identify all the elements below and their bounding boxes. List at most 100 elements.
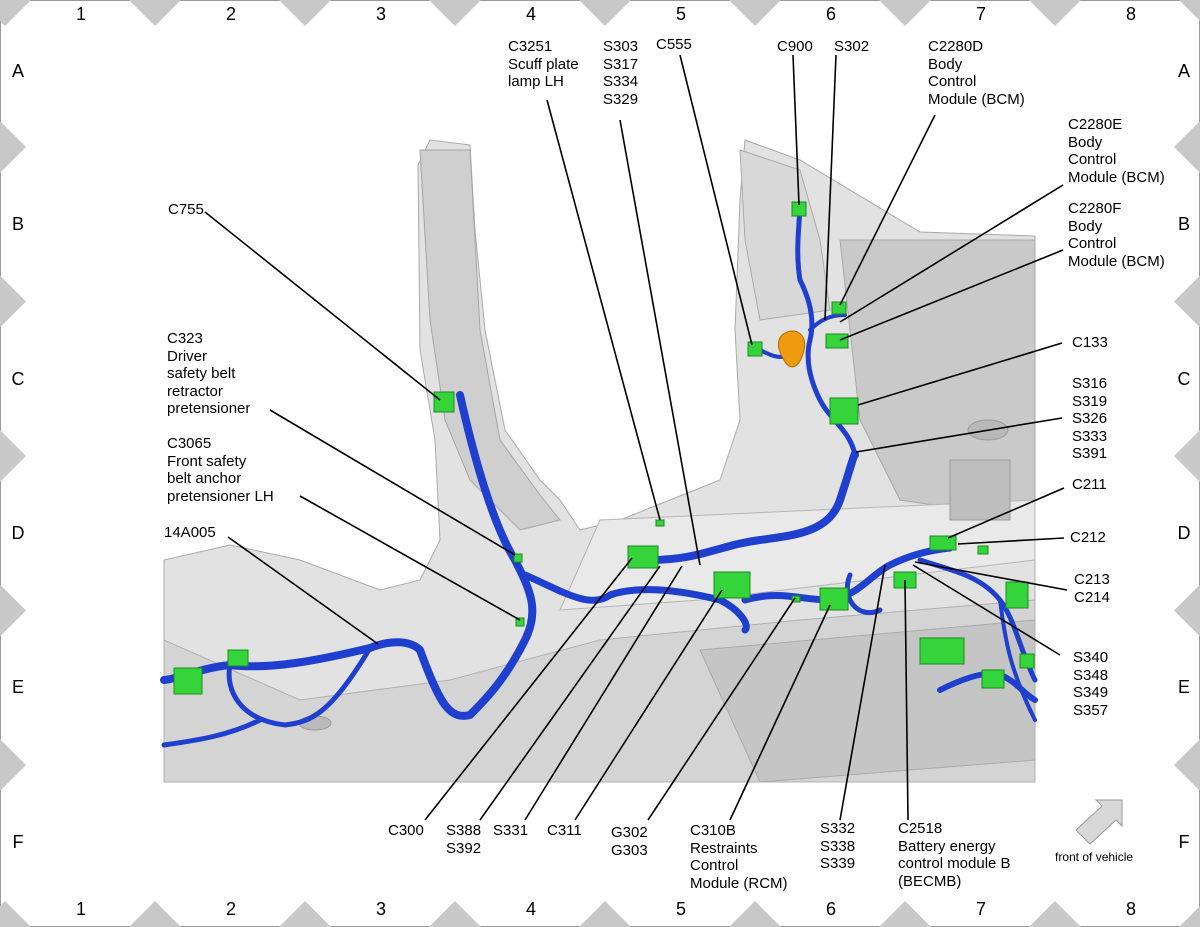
- border-triangle: [429, 901, 481, 927]
- border-triangle: [0, 584, 26, 637]
- border-triangle: [1029, 901, 1081, 927]
- connector-c755: [433, 391, 455, 413]
- border-triangle: [1029, 0, 1081, 26]
- label-c133: C133: [1072, 334, 1108, 351]
- border-triangle: [0, 121, 26, 173]
- row-label-left: B: [11, 214, 24, 234]
- label-s331: S331: [493, 822, 529, 839]
- row-label-left: F: [12, 832, 24, 852]
- col-label-top: 6: [825, 4, 836, 24]
- col-label-bottom: 1: [75, 899, 86, 919]
- label-c2280e: C2280E Body Control Module (BCM): [1068, 116, 1165, 186]
- col-label-top: 7: [975, 4, 986, 24]
- label-g302: G302 G303: [611, 824, 648, 859]
- label-c2518: C2518 Battery energy control module B (B…: [898, 820, 1011, 890]
- vehicle-body-illustration: [163, 139, 1036, 783]
- row-label-left: E: [11, 677, 24, 697]
- border-triangle: [129, 0, 181, 26]
- label-c755: C755: [168, 201, 204, 218]
- connector-c323: [513, 553, 523, 563]
- connector-14a005-left: [173, 667, 203, 695]
- border-triangle: [1174, 739, 1200, 791]
- border-triangle: [1174, 275, 1200, 328]
- connector-c211: [929, 535, 957, 551]
- row-label-right: C: [1177, 369, 1191, 389]
- col-label-bottom: 6: [825, 899, 836, 919]
- col-label-top: 2: [225, 4, 236, 24]
- col-label-top: 5: [675, 4, 686, 24]
- connector-c133: [829, 397, 859, 425]
- label-c310b: C310B Restraints Control Module (RCM): [690, 822, 788, 892]
- row-label-left: A: [11, 61, 24, 81]
- label-s340: S340 S348 S349 S357: [1073, 649, 1109, 719]
- row-label-right: A: [1177, 61, 1190, 81]
- label-c213: C213 C214: [1074, 571, 1110, 606]
- col-label-bottom: 4: [525, 899, 536, 919]
- connector-s340-edge: [1019, 653, 1035, 669]
- border-triangle: [0, 430, 26, 482]
- connector-s340-bottom: [981, 669, 1005, 689]
- label-c900: C900: [777, 38, 813, 55]
- border-triangle: [579, 901, 631, 927]
- row-label-right: E: [1177, 677, 1190, 697]
- border-triangle: [0, 275, 26, 328]
- label-s302: S302: [834, 38, 870, 55]
- label-c555: C555: [656, 36, 692, 53]
- label-c323: C323 Driver safety belt retractor preten…: [167, 330, 251, 417]
- label-c212: C212: [1070, 529, 1106, 546]
- row-label-left: C: [11, 369, 25, 389]
- border-triangle: [879, 0, 931, 26]
- label-c211: C211: [1072, 476, 1107, 493]
- label-s316: S316 S319 S326 S333 S391: [1072, 375, 1108, 462]
- border-triangle: [279, 0, 331, 26]
- row-label-right: B: [1177, 214, 1190, 234]
- border-triangle: [0, 0, 31, 26]
- col-label-bottom: 2: [225, 899, 236, 919]
- col-label-top: 4: [525, 4, 536, 24]
- connector-s340-upper: [1005, 581, 1029, 609]
- orange-clip: [777, 330, 806, 368]
- connectors: [173, 201, 1035, 695]
- col-label-bottom: 7: [975, 899, 986, 919]
- border-triangle: [1179, 0, 1200, 21]
- connector-c2280d: [831, 301, 847, 315]
- row-label-right: D: [1177, 523, 1191, 543]
- leader-lines: [204, 54, 1068, 821]
- border-triangle: [1174, 430, 1200, 482]
- connector-c212: [977, 545, 989, 555]
- col-label-bottom: 8: [1125, 899, 1136, 919]
- border-triangle: [729, 0, 781, 26]
- col-label-top: 8: [1125, 4, 1136, 24]
- col-label-top: 3: [375, 4, 386, 24]
- label-s388: S388 S392: [446, 822, 482, 857]
- row-label-right: F: [1178, 832, 1190, 852]
- label-s303: S303 S317 S334 S329: [603, 38, 639, 108]
- border-triangle: [429, 0, 481, 26]
- connector-c300: [627, 545, 659, 569]
- connector-g302: [791, 595, 801, 603]
- label-c300: C300: [388, 822, 424, 839]
- border-triangle: [879, 901, 931, 927]
- row-label-left: D: [11, 523, 25, 543]
- border-triangle: [129, 901, 181, 927]
- border-triangle: [0, 901, 31, 927]
- col-label-top: 1: [75, 4, 86, 24]
- label-14a005: 14A005: [164, 524, 216, 541]
- col-label-bottom: 3: [375, 899, 386, 919]
- border-triangle: [1174, 121, 1200, 173]
- border-triangle: [279, 901, 331, 927]
- border-triangle: [579, 0, 631, 26]
- connector-c3251: [655, 519, 665, 527]
- label-c3251: C3251 Scuff plate lamp LH: [508, 38, 579, 90]
- border-triangle: [0, 739, 26, 791]
- border-triangle: [729, 901, 781, 927]
- front-of-vehicle-arrow: [1075, 799, 1123, 845]
- border-triangle: [1179, 906, 1200, 927]
- connector-s340-lower: [919, 637, 965, 665]
- label-c3065: C3065 Front safety belt anchor pretensio…: [167, 435, 274, 505]
- front-of-vehicle-label: front of vehicle: [1055, 850, 1134, 864]
- label-s332: S332 S338 S339: [820, 820, 856, 872]
- label-c311: C311: [547, 822, 582, 839]
